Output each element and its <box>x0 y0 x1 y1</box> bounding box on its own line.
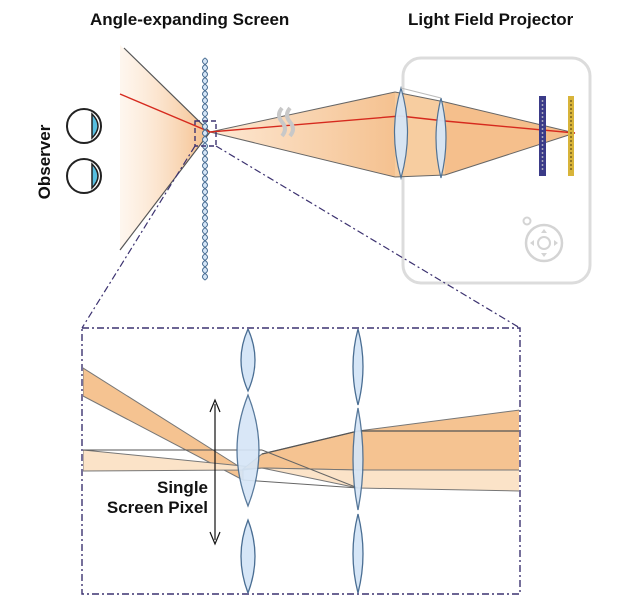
screen-title: Angle-expanding Screen <box>90 10 290 29</box>
lenslet <box>202 103 208 111</box>
lenslet <box>202 201 208 209</box>
pixel-label-line2: Screen Pixel <box>106 498 208 517</box>
lenslet <box>202 129 208 137</box>
lenslet <box>202 259 208 268</box>
zoom-line-right <box>215 145 521 329</box>
lenslet <box>202 227 208 235</box>
lenslet <box>202 246 208 255</box>
eye-icon <box>66 108 102 144</box>
lenslet <box>202 240 208 248</box>
single-screen-pixel-label: Single Screen Pixel <box>86 478 208 518</box>
projector-lens-2 <box>435 97 447 179</box>
inset-content <box>83 329 519 593</box>
lenslet <box>202 76 208 85</box>
lenslet <box>202 83 208 92</box>
lenslet-screen <box>202 57 208 281</box>
lenslet <box>202 57 208 66</box>
observer-label: Observer <box>35 124 54 200</box>
lenslet <box>202 109 208 118</box>
zoom-line-left <box>81 145 196 329</box>
control-pad-icon <box>524 223 564 263</box>
lenslet <box>202 194 208 203</box>
projector-lens-1 <box>393 85 409 181</box>
lenslet <box>202 233 208 242</box>
lenslet <box>202 220 208 229</box>
lenslet <box>202 168 208 177</box>
projector-title: Light Field Projector <box>408 10 574 29</box>
lenslet <box>202 266 208 275</box>
lenslet <box>202 96 208 105</box>
lenslet <box>202 161 208 170</box>
lenslet <box>202 174 208 183</box>
lenslet <box>202 63 208 72</box>
slm-purple <box>539 96 546 176</box>
lenslet <box>202 181 208 190</box>
pixel-label-line1: Single <box>156 478 208 497</box>
lenslet <box>202 116 208 124</box>
central-ray-right <box>209 115 576 134</box>
lenslet <box>202 122 208 131</box>
lenslet <box>202 214 208 222</box>
lenslet <box>202 253 208 262</box>
lenslet <box>202 90 208 98</box>
observer-beam <box>119 45 211 251</box>
eye-icon <box>66 158 102 194</box>
lenslet <box>202 148 208 157</box>
central-ray-left <box>119 93 211 133</box>
slm-yellow <box>568 96 574 176</box>
projector-beam <box>209 91 576 178</box>
lenslet <box>202 70 208 79</box>
lenslet <box>202 272 208 281</box>
lenslet <box>202 207 208 216</box>
magnify-box <box>194 120 217 147</box>
lenslet <box>202 135 208 144</box>
lenslet <box>202 187 208 196</box>
lenslet <box>202 155 208 164</box>
